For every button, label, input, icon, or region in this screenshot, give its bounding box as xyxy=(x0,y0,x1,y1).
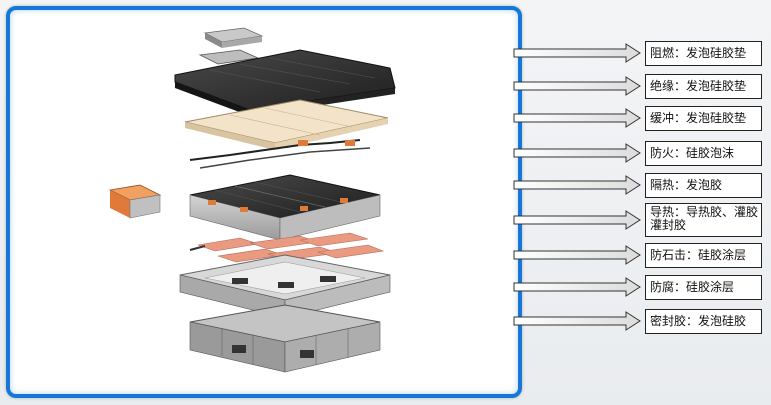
arrow-5 xyxy=(513,175,641,195)
thermal-pads xyxy=(189,232,385,263)
arrow-7 xyxy=(513,245,641,265)
label-cushioning: 缓冲：发泡硅胶垫 xyxy=(645,106,762,131)
bottom-base xyxy=(189,304,381,373)
label-text: 缓冲：发泡硅胶垫 xyxy=(650,111,747,126)
label-arrows xyxy=(513,43,641,331)
arrow-9 xyxy=(513,311,641,331)
label-anticorrosion: 防腐：硅胶涂层 xyxy=(645,275,762,300)
label-text: 隔热：发泡胶 xyxy=(650,178,723,193)
label-text: 绝缘：发泡硅胶垫 xyxy=(650,79,747,94)
battery-modules xyxy=(189,174,381,241)
arrow-1 xyxy=(513,43,641,63)
label-insulation: 绝缘：发泡硅胶垫 xyxy=(645,74,762,99)
label-text: 密封胶：发泡硅胶 xyxy=(650,314,747,329)
foam-pad-layer xyxy=(184,99,389,150)
arrow-2 xyxy=(513,76,641,96)
label-heat-insulation: 隔热：发泡胶 xyxy=(645,173,762,198)
lower-tray xyxy=(179,254,391,319)
bms-box xyxy=(203,27,264,48)
label-text: 防腐：硅胶涂层 xyxy=(650,280,735,295)
side-module xyxy=(108,184,162,219)
label-text: 防石击：硅胶涂层 xyxy=(650,248,747,263)
label-sealant: 密封胶：发泡硅胶 xyxy=(645,309,762,334)
label-stone-chip-protection: 防石击：硅胶涂层 xyxy=(645,243,762,268)
arrow-6 xyxy=(513,210,641,230)
arrow-8 xyxy=(513,277,641,297)
arrow-4 xyxy=(513,143,641,163)
label-text: 阻燃：发泡硅胶垫 xyxy=(650,46,747,61)
label-flame-retardant: 阻燃：发泡硅胶垫 xyxy=(645,41,762,66)
wiring-harness xyxy=(189,139,371,169)
label-fireproof: 防火：硅胶泡沫 xyxy=(645,141,762,166)
arrow-3 xyxy=(513,108,641,128)
label-text: 导热：导热胶、灌胶灌封胶 xyxy=(650,205,759,232)
label-thermal-conduction: 导热：导热胶、灌胶灌封胶 xyxy=(645,203,762,237)
label-text: 防火：硅胶泡沫 xyxy=(650,146,735,161)
